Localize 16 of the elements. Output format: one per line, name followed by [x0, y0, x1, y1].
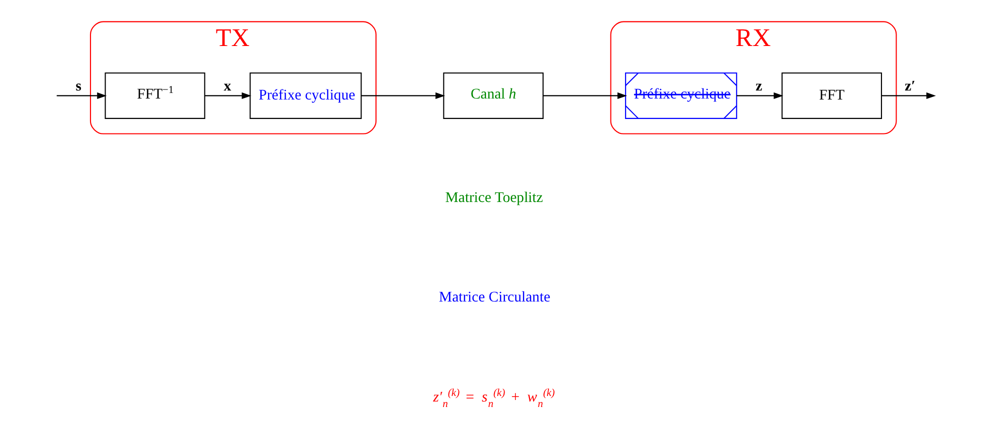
arrow — [881, 92, 936, 99]
edge-label: x — [223, 78, 231, 94]
node-box: FFT$^{−1}$ — [104, 72, 205, 118]
arrow — [736, 92, 783, 99]
edge-label: s — [75, 78, 81, 94]
arrow — [204, 92, 251, 99]
edge-label: z′ — [904, 78, 915, 94]
arrow — [56, 92, 106, 99]
edge-label: z — [755, 78, 762, 94]
arrow — [542, 92, 626, 99]
node-box: Préfixe cyclique — [249, 72, 362, 118]
label: Matrice Toeplitz — [444, 190, 542, 206]
node-box: Canal h — [442, 72, 544, 118]
label: Matrice Circulante — [438, 289, 550, 306]
node-box: FFT — [781, 72, 882, 118]
arrow — [360, 92, 444, 99]
